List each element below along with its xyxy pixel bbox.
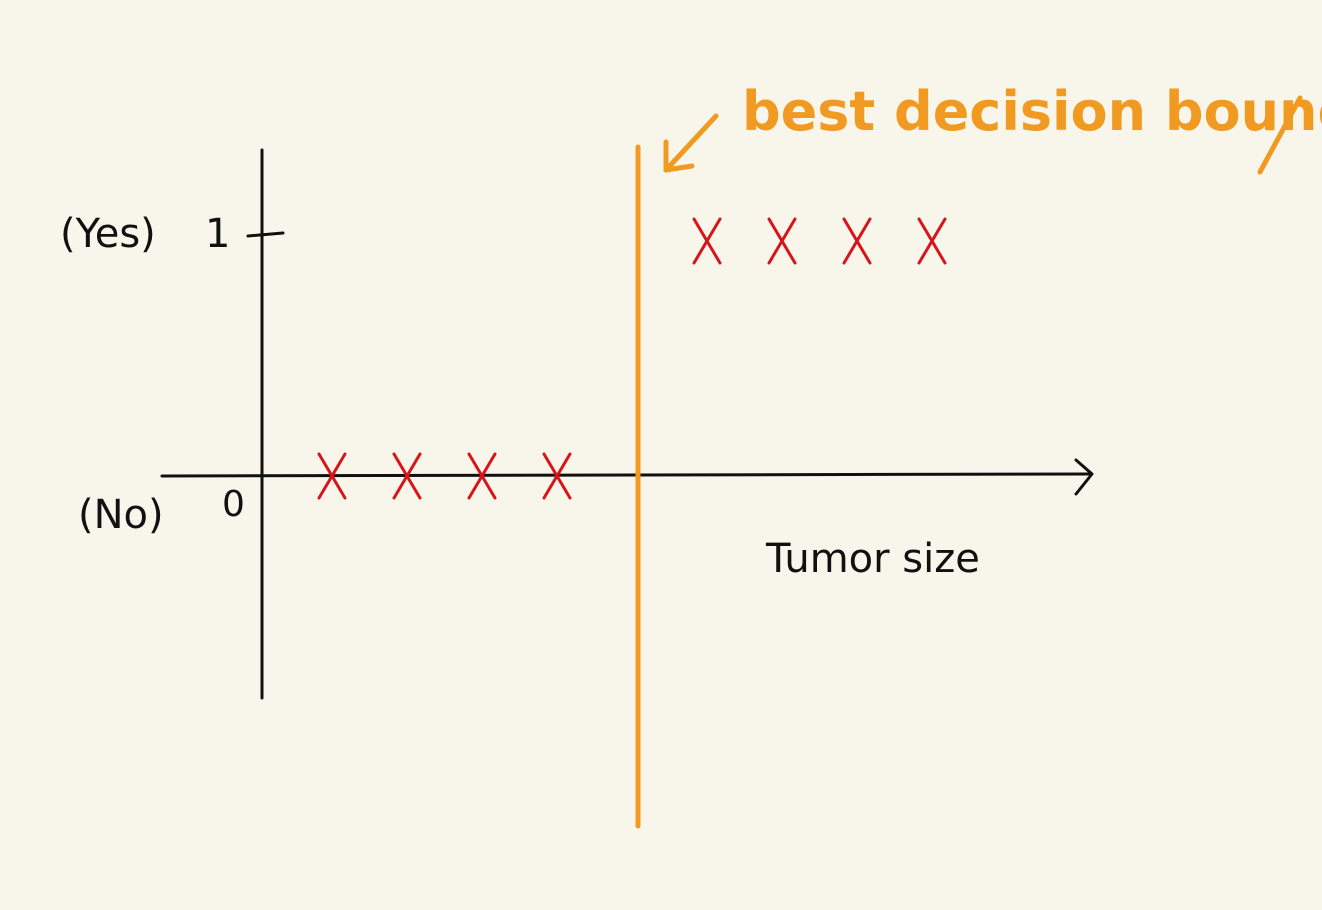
- x-mark-stroke-b: [392, 452, 422, 500]
- data-point-0-4: [692, 217, 722, 265]
- x-mark-stroke-b: [317, 452, 347, 500]
- data-point-0-2: [467, 452, 497, 500]
- x-mark-stroke-b: [917, 217, 947, 265]
- x-mark-stroke-b: [467, 452, 497, 500]
- boundary-pointer-arrow: [663, 113, 719, 173]
- decision-boundary-label: best decision boundary: [742, 80, 1322, 143]
- x-mark-stroke-b: [692, 217, 722, 265]
- x-axis-line: [160, 472, 1092, 478]
- data-point-0-1: [392, 452, 422, 500]
- x-mark-stroke-b: [767, 217, 797, 265]
- decision-boundary-group: [635, 95, 1303, 829]
- data-point-0-6: [842, 217, 872, 265]
- axes: [160, 148, 1094, 700]
- labels: (Yes) 1 (No) 0 Tumor size best decision …: [60, 80, 1322, 582]
- data-point-0-3: [542, 452, 572, 500]
- x-axis-label: Tumor size: [765, 536, 980, 582]
- boundary-pointer-arrowhead: [663, 139, 695, 173]
- boundary-label-tail: [1257, 95, 1303, 175]
- data-point-0-0: [317, 452, 347, 500]
- x-axis-arrowhead: [1074, 458, 1094, 496]
- x-mark-stroke-b: [842, 217, 872, 265]
- y-tick-category-no: (No): [78, 492, 164, 538]
- data-marks: [317, 217, 947, 500]
- y-tick-label-1: 1: [205, 211, 230, 257]
- y-tick-label-0: 0: [222, 484, 245, 525]
- x-mark-stroke-b: [542, 452, 572, 500]
- data-point-0-5: [767, 217, 797, 265]
- y-tick-category-yes: (Yes): [60, 211, 156, 257]
- y-tick-mark-1: [246, 231, 285, 238]
- data-point-0-7: [917, 217, 947, 265]
